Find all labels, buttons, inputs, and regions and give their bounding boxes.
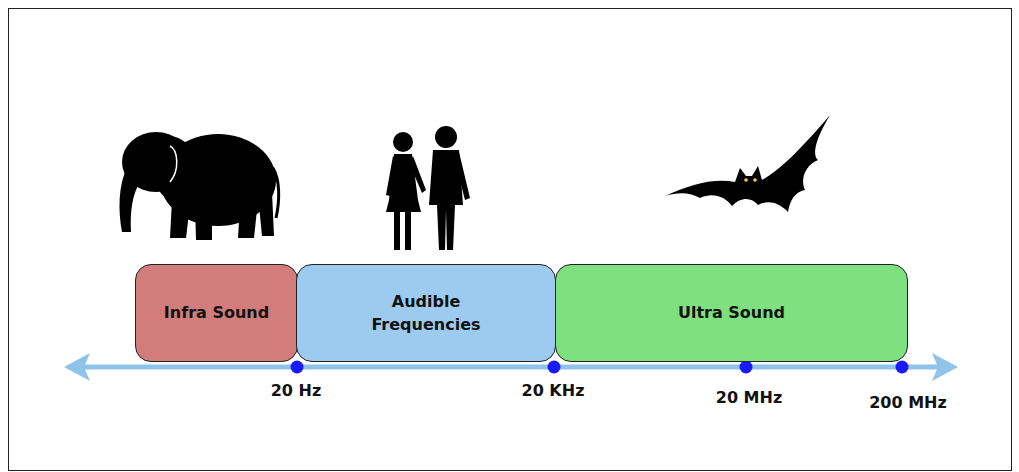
frequency-band: Ultra Sound: [555, 264, 908, 362]
band-label: Audible Frequencies: [343, 290, 509, 336]
band-label: Ultra Sound: [670, 301, 793, 324]
frequency-value: 20 MHz: [714, 388, 784, 407]
frequency-value: 200 MHz: [867, 393, 949, 412]
tick-dot: [548, 361, 561, 374]
frame: [9, 9, 1012, 471]
elephant-silhouette: [120, 132, 279, 240]
frequency-value: 20 KHz: [520, 381, 587, 400]
tick-dot: [291, 361, 304, 374]
frequency-value: 20 Hz: [269, 381, 324, 400]
band-label: Infra Sound: [156, 301, 277, 324]
frequency-band: Audible Frequencies: [296, 264, 556, 362]
frequency-band: Infra Sound: [135, 264, 298, 362]
tick-dots: [291, 361, 909, 374]
people-silhouette: [386, 126, 470, 250]
bat-silhouette: [665, 115, 830, 212]
tick-dot: [740, 361, 753, 374]
tick-dot: [896, 361, 909, 374]
